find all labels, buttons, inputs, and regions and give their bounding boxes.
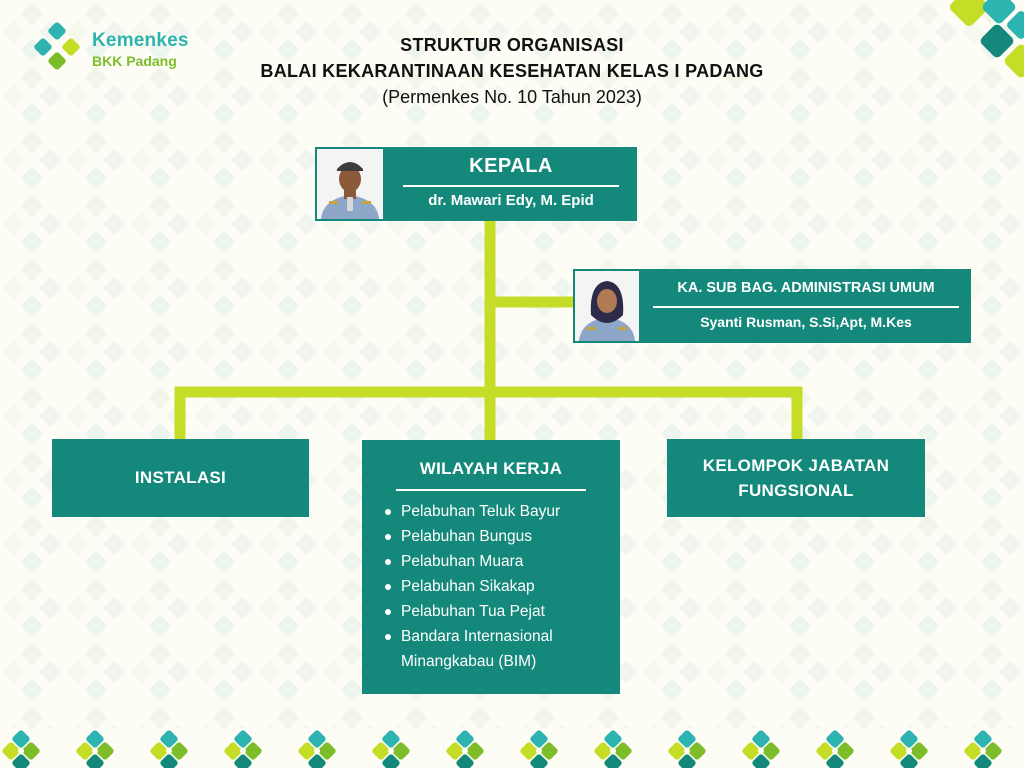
kemenkes-logo-icon bbox=[34, 22, 80, 70]
header: STRUKTUR ORGANISASI BALAI KEKARANTINAAN … bbox=[200, 32, 824, 110]
kemenkes-logo: Kemenkes BKK Padang bbox=[32, 22, 202, 78]
bottom-border-decoration bbox=[1, 729, 1003, 768]
list-item: Pelabuhan Tua Pejat bbox=[380, 599, 616, 624]
jabatan-box: KELOMPOK JABATAN FUNGSIONAL bbox=[667, 439, 925, 517]
kepala-title: KEPALA bbox=[469, 155, 553, 177]
kepala-photo bbox=[315, 147, 385, 221]
admin-name: Syanti Rusman, S.Si,Apt, M.Kes bbox=[700, 314, 912, 330]
page-subtitle: BALAI KEKARANTINAAN KESEHATAN KELAS I PA… bbox=[260, 61, 764, 81]
list-item: Pelabuhan Sikakap bbox=[380, 574, 616, 599]
kepala-portrait-icon bbox=[317, 149, 383, 219]
admin-divider bbox=[653, 306, 959, 308]
list-item: Pelabuhan Muara bbox=[380, 549, 616, 574]
wilayah-list: Pelabuhan Teluk Bayur Pelabuhan Bungus P… bbox=[380, 499, 616, 674]
list-item: Bandara Internasional Minangkabau (BIM) bbox=[380, 624, 616, 674]
wilayah-box: WILAYAH KERJA Pelabuhan Teluk Bayur Pela… bbox=[362, 440, 620, 694]
instalasi-box: INSTALASI bbox=[52, 439, 309, 517]
admin-box: KA. SUB BAG. ADMINISTRASI UMUM Syanti Ru… bbox=[641, 269, 971, 343]
brand-unit: BKK Padang bbox=[92, 53, 177, 69]
regulation-reference: (Permenkes No. 10 Tahun 2023) bbox=[382, 87, 642, 107]
page-title: STRUKTUR ORGANISASI bbox=[400, 35, 624, 55]
jabatan-title: KELOMPOK JABATAN FUNGSIONAL bbox=[702, 456, 890, 500]
wilayah-title: WILAYAH KERJA bbox=[419, 459, 563, 478]
kepala-name: dr. Mawari Edy, M. Epid bbox=[428, 192, 594, 209]
kepala-box: KEPALA dr. Mawari Edy, M. Epid bbox=[385, 147, 637, 221]
list-item: Pelabuhan Bungus bbox=[380, 524, 616, 549]
instalasi-title: INSTALASI bbox=[134, 468, 227, 487]
kepala-divider bbox=[403, 185, 619, 187]
admin-portrait-icon bbox=[575, 271, 639, 341]
brand-name: Kemenkes bbox=[92, 30, 189, 51]
wilayah-divider bbox=[396, 489, 586, 491]
admin-title: KA. SUB BAG. ADMINISTRASI UMUM bbox=[677, 280, 935, 296]
list-item: Pelabuhan Teluk Bayur bbox=[380, 499, 616, 524]
corner-decoration bbox=[949, 0, 1024, 78]
admin-photo bbox=[573, 269, 641, 343]
